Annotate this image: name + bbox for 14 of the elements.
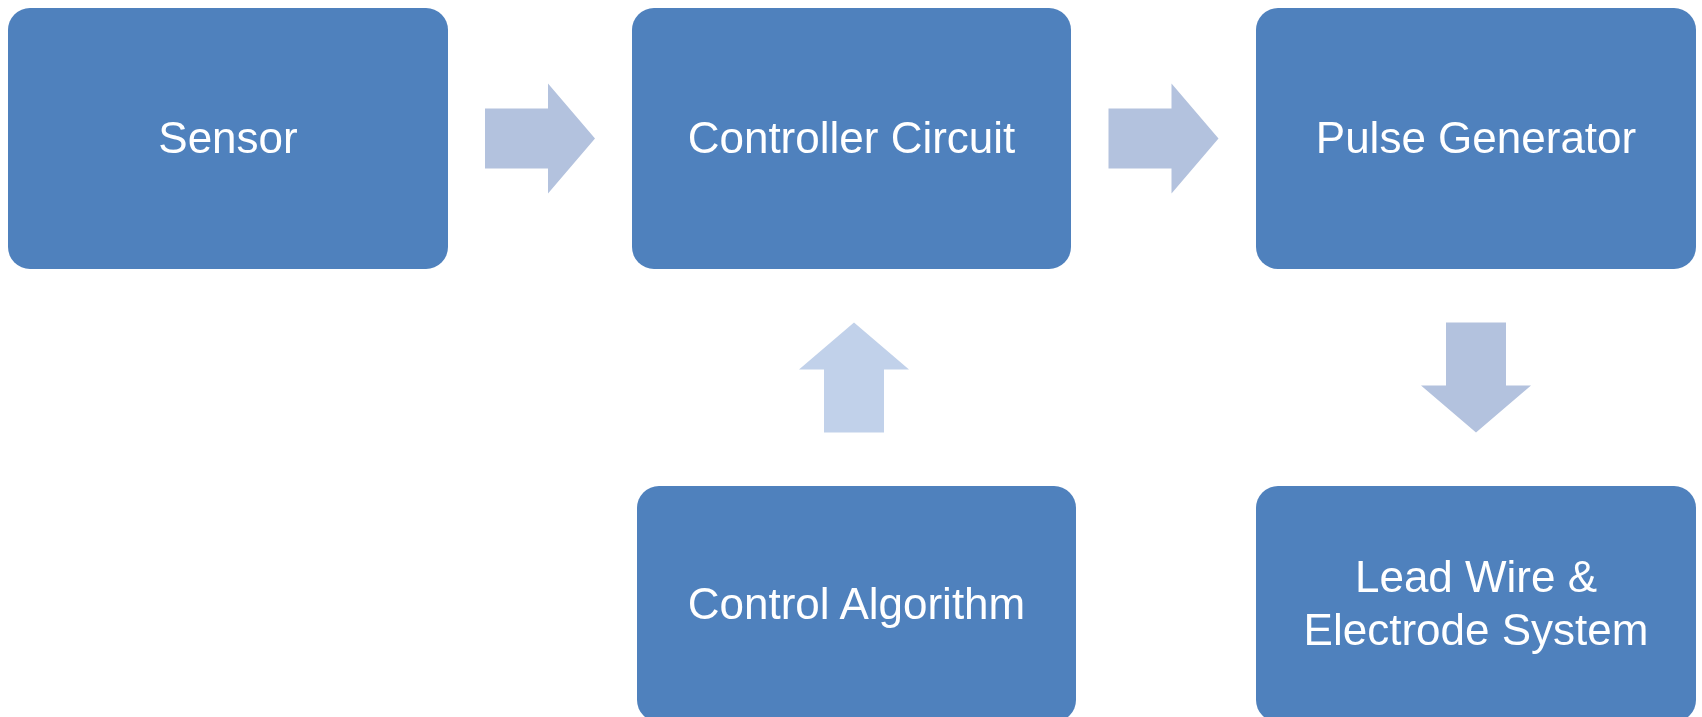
block-arrow — [1421, 322, 1531, 433]
box-label: Controller Circuit — [687, 112, 1016, 165]
process-box — [1256, 486, 1696, 717]
block-arrow — [485, 83, 595, 194]
process-box — [637, 486, 1076, 717]
process-box — [1256, 8, 1696, 269]
box-label: Sensor — [158, 112, 298, 165]
box-label: Pulse Generator — [1315, 112, 1637, 165]
block-arrow — [799, 322, 909, 433]
box-label: Lead Wire & Electrode System — [1302, 551, 1650, 656]
process-box — [8, 8, 448, 269]
block-arrow — [1108, 83, 1219, 194]
box-label: Control Algorithm — [687, 577, 1026, 630]
process-box — [632, 8, 1071, 269]
